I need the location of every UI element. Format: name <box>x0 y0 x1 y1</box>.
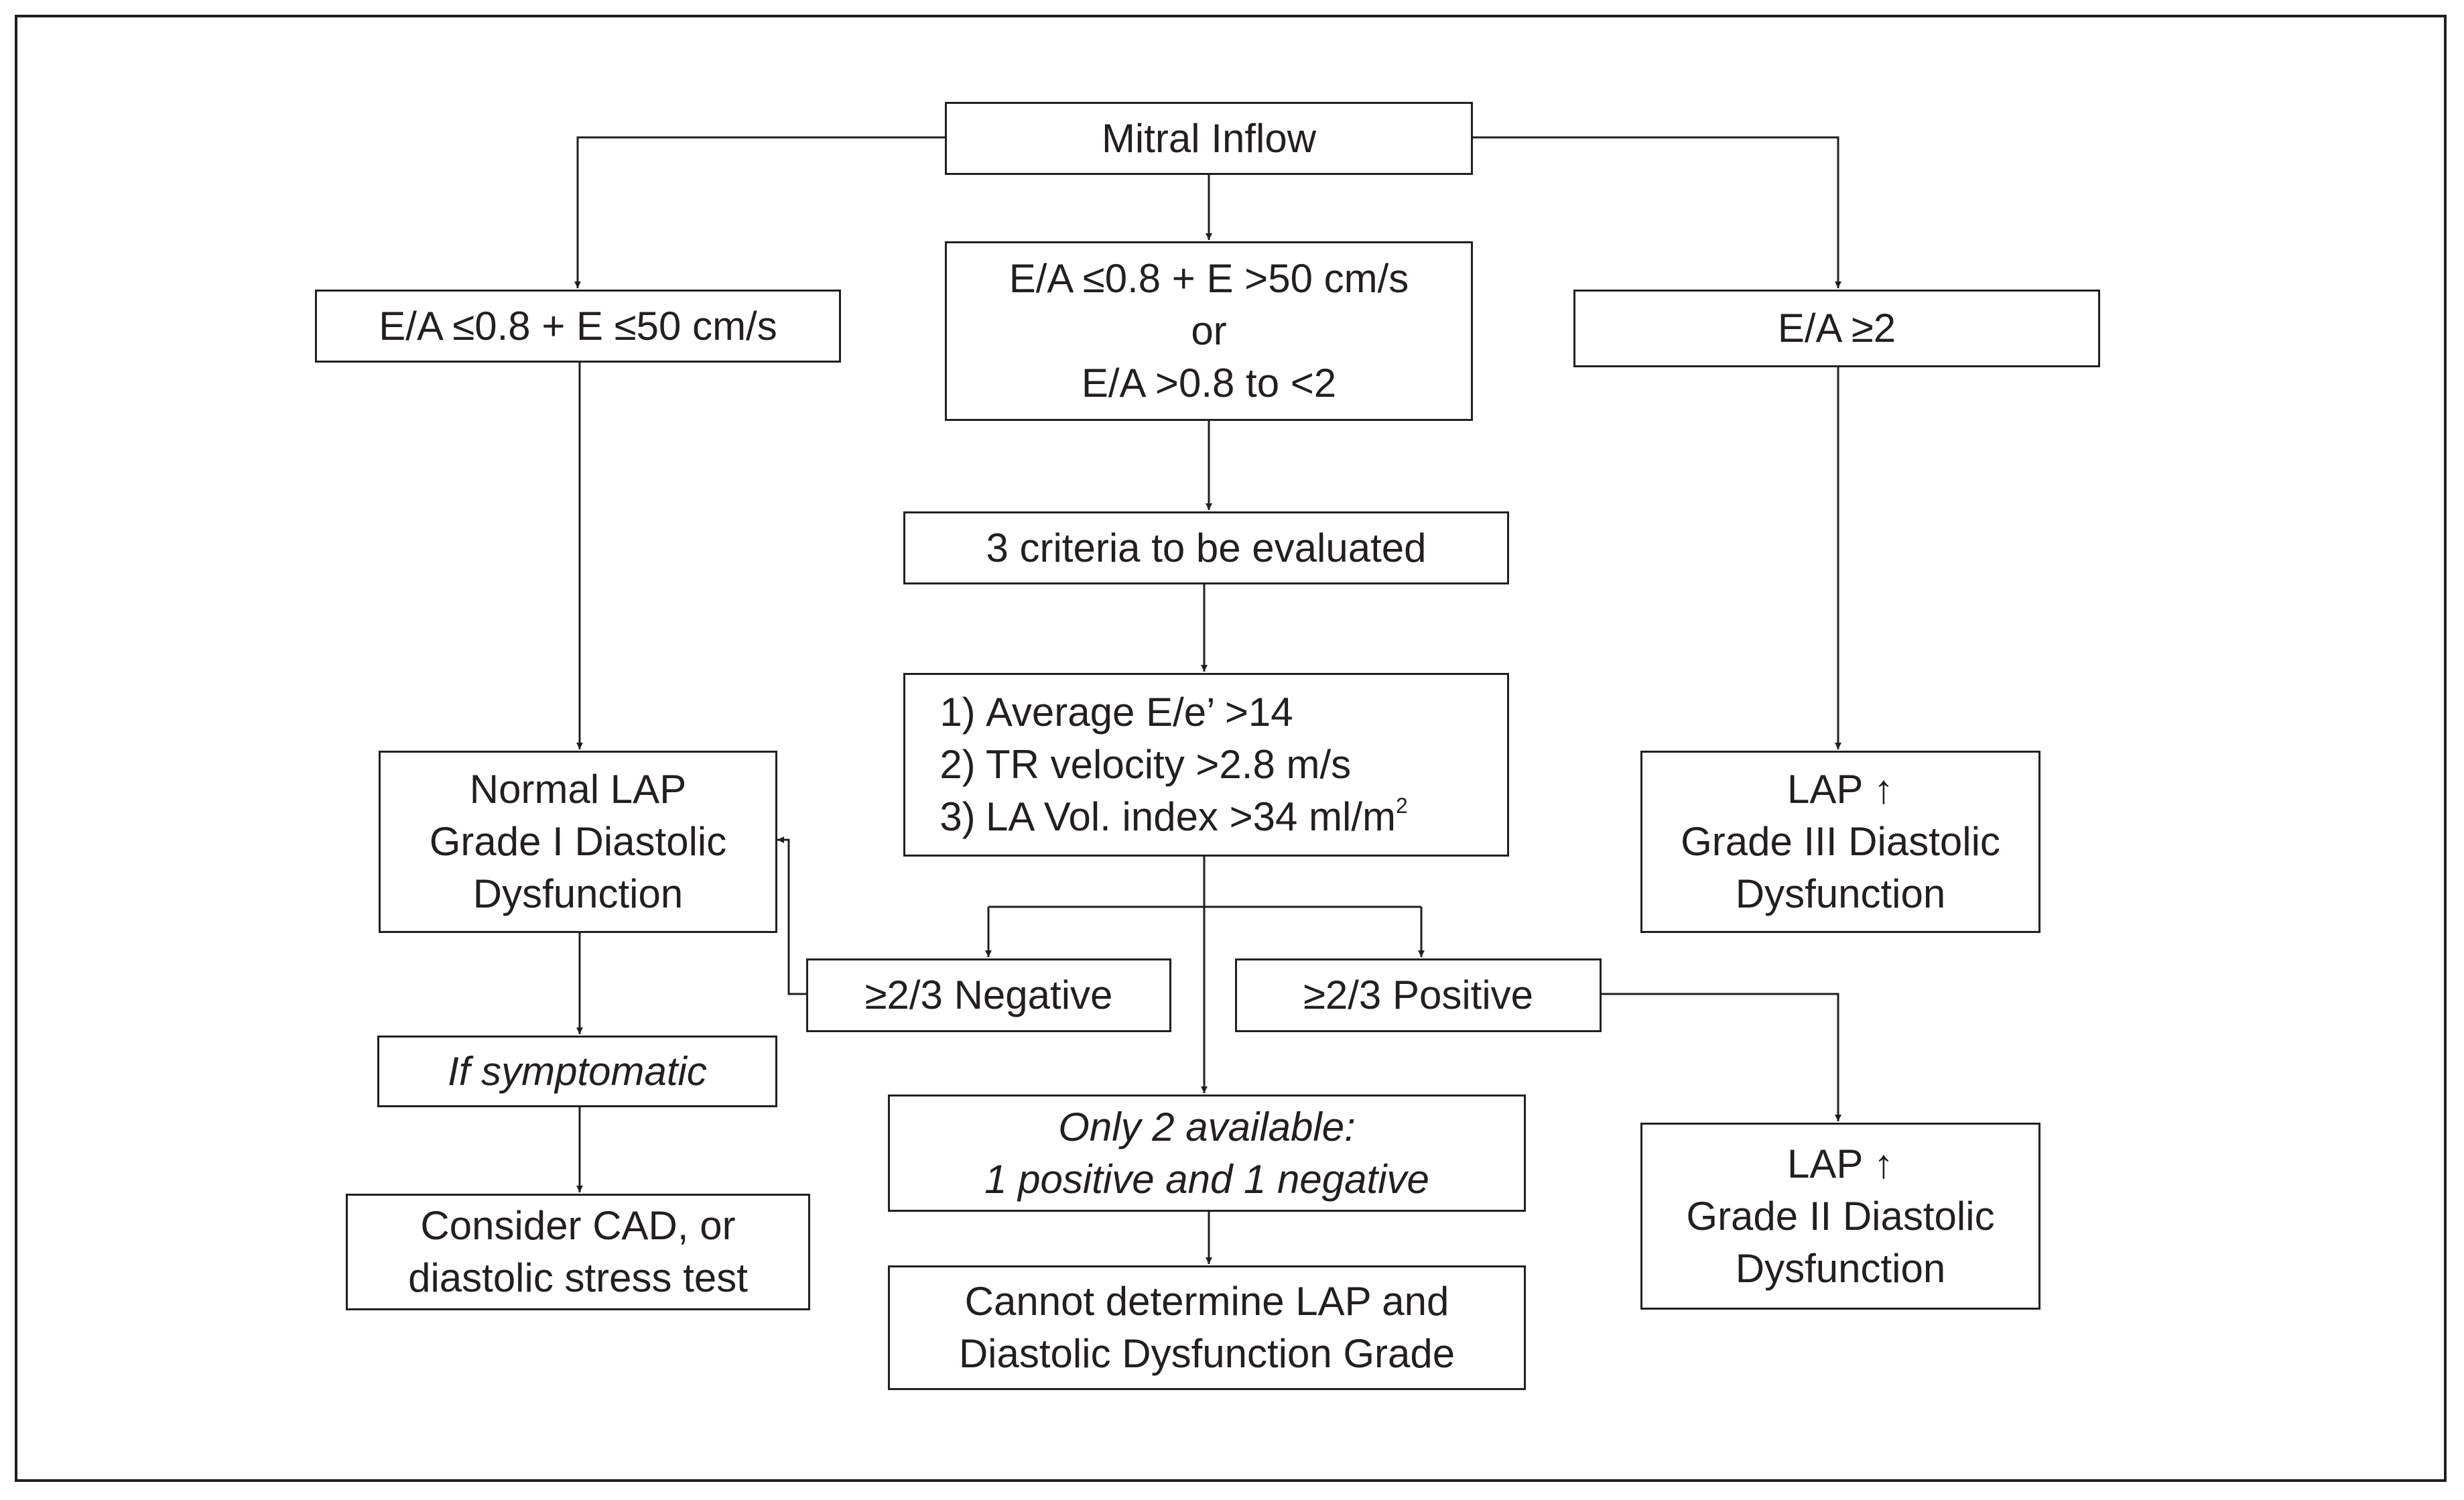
criteria-item-3-number: 3) <box>939 794 976 839</box>
criteria-item-3-main: LA Vol. index >34 ml/m <box>986 794 1397 839</box>
node-ea-low-label: E/A ≤0.8 + E ≤50 cm/s <box>379 303 777 349</box>
node-positive: ≥2/3 Positive <box>1235 958 1602 1032</box>
node-ea-low: E/A ≤0.8 + E ≤50 cm/s <box>315 290 841 363</box>
node-ea-high: E/A ≥2 <box>1573 290 2100 367</box>
node-ea-mid-line3: E/A >0.8 to <2 <box>1081 361 1337 405</box>
node-grade2-line3: Dysfunction <box>1735 1245 1946 1291</box>
node-cannot-determine-line1: Cannot determine LAP and <box>964 1279 1449 1324</box>
node-negative-label: ≥2/3 Negative <box>864 973 1113 1017</box>
arrow-mitral-to-ea-low <box>574 136 945 288</box>
node-only-two: Only 2 available: 1 positive and 1 negat… <box>888 1095 1526 1212</box>
criteria-item-3-text: LA Vol. index >34 ml/m2 <box>986 791 1408 843</box>
node-if-symptomatic: If symptomatic <box>377 1036 777 1107</box>
node-consider: Consider CAD, or diastolic stress test <box>346 1194 810 1310</box>
node-criteria-title-label: 3 criteria to be evaluated <box>986 525 1427 570</box>
node-ea-mid-line1: E/A ≤0.8 + E >50 cm/s <box>1009 256 1409 301</box>
node-grade1-line3: Dysfunction <box>472 871 684 916</box>
criteria-item-1-number: 1) <box>939 690 976 735</box>
node-only-two-line2: 1 positive and 1 negative <box>984 1156 1429 1202</box>
node-ea-mid-line2: or <box>1191 308 1227 353</box>
node-grade3: LAP ↑ Grade III Diastolic Dysfunction <box>1640 751 2040 933</box>
node-grade1: Normal LAP Grade I Diastolic Dysfunction <box>379 751 777 933</box>
criteria-item-3: 3) LA Vol. index >34 ml/m2 <box>929 791 1408 843</box>
criteria-item-2-text: TR velocity >2.8 m/s <box>986 742 1352 787</box>
node-mitral-inflow: Mitral Inflow <box>945 102 1473 175</box>
criteria-item-1: 1) Average E/e’ >14 <box>929 686 1293 739</box>
node-grade2: LAP ↑ Grade II Diastolic Dysfunction <box>1640 1123 2040 1310</box>
node-only-two-line1: Only 2 available: <box>1058 1104 1356 1149</box>
arrow-positive-to-grade2 <box>1602 993 1841 1121</box>
node-ea-high-label: E/A ≥2 <box>1777 306 1896 351</box>
node-consider-line2: diastolic stress test <box>408 1255 748 1300</box>
node-consider-line1: Consider CAD, or <box>420 1203 736 1248</box>
criteria-item-2-number: 2) <box>939 742 976 787</box>
node-grade3-line2: Grade III Diastolic <box>1681 819 2000 864</box>
arrow-negative-to-grade1 <box>777 836 806 995</box>
node-negative: ≥2/3 Negative <box>806 958 1171 1032</box>
node-mitral-inflow-label: Mitral Inflow <box>1101 115 1317 161</box>
node-cannot-determine-line2: Diastolic Dysfunction Grade <box>958 1331 1455 1376</box>
node-ea-mid: E/A ≤0.8 + E >50 cm/s or E/A >0.8 to <2 <box>945 241 1473 421</box>
diagram-frame <box>15 15 2447 1482</box>
node-criteria-title: 3 criteria to be evaluated <box>903 511 1509 584</box>
node-if-symptomatic-label: If symptomatic <box>448 1048 707 1094</box>
node-grade2-line1: LAP ↑ <box>1787 1141 1894 1186</box>
node-grade3-line3: Dysfunction <box>1735 871 1946 916</box>
node-cannot-determine: Cannot determine LAP and Diastolic Dysfu… <box>888 1265 1526 1390</box>
criteria-item-3-superscript: 2 <box>1396 794 1408 818</box>
node-positive-label: ≥2/3 Positive <box>1303 973 1534 1017</box>
criteria-item-1-text: Average E/e’ >14 <box>986 690 1293 735</box>
criteria-item-2: 2) TR velocity >2.8 m/s <box>929 739 1351 791</box>
node-grade1-line2: Grade I Diastolic <box>429 819 727 864</box>
node-grade2-line2: Grade II Diastolic <box>1686 1193 1995 1239</box>
arrow-mitral-to-ea-high <box>1473 136 1841 288</box>
node-grade3-line1: LAP ↑ <box>1787 767 1894 812</box>
node-grade1-line1: Normal LAP <box>469 767 687 812</box>
node-criteria-list: 1) Average E/e’ >14 2) TR velocity >2.8 … <box>903 673 1509 857</box>
